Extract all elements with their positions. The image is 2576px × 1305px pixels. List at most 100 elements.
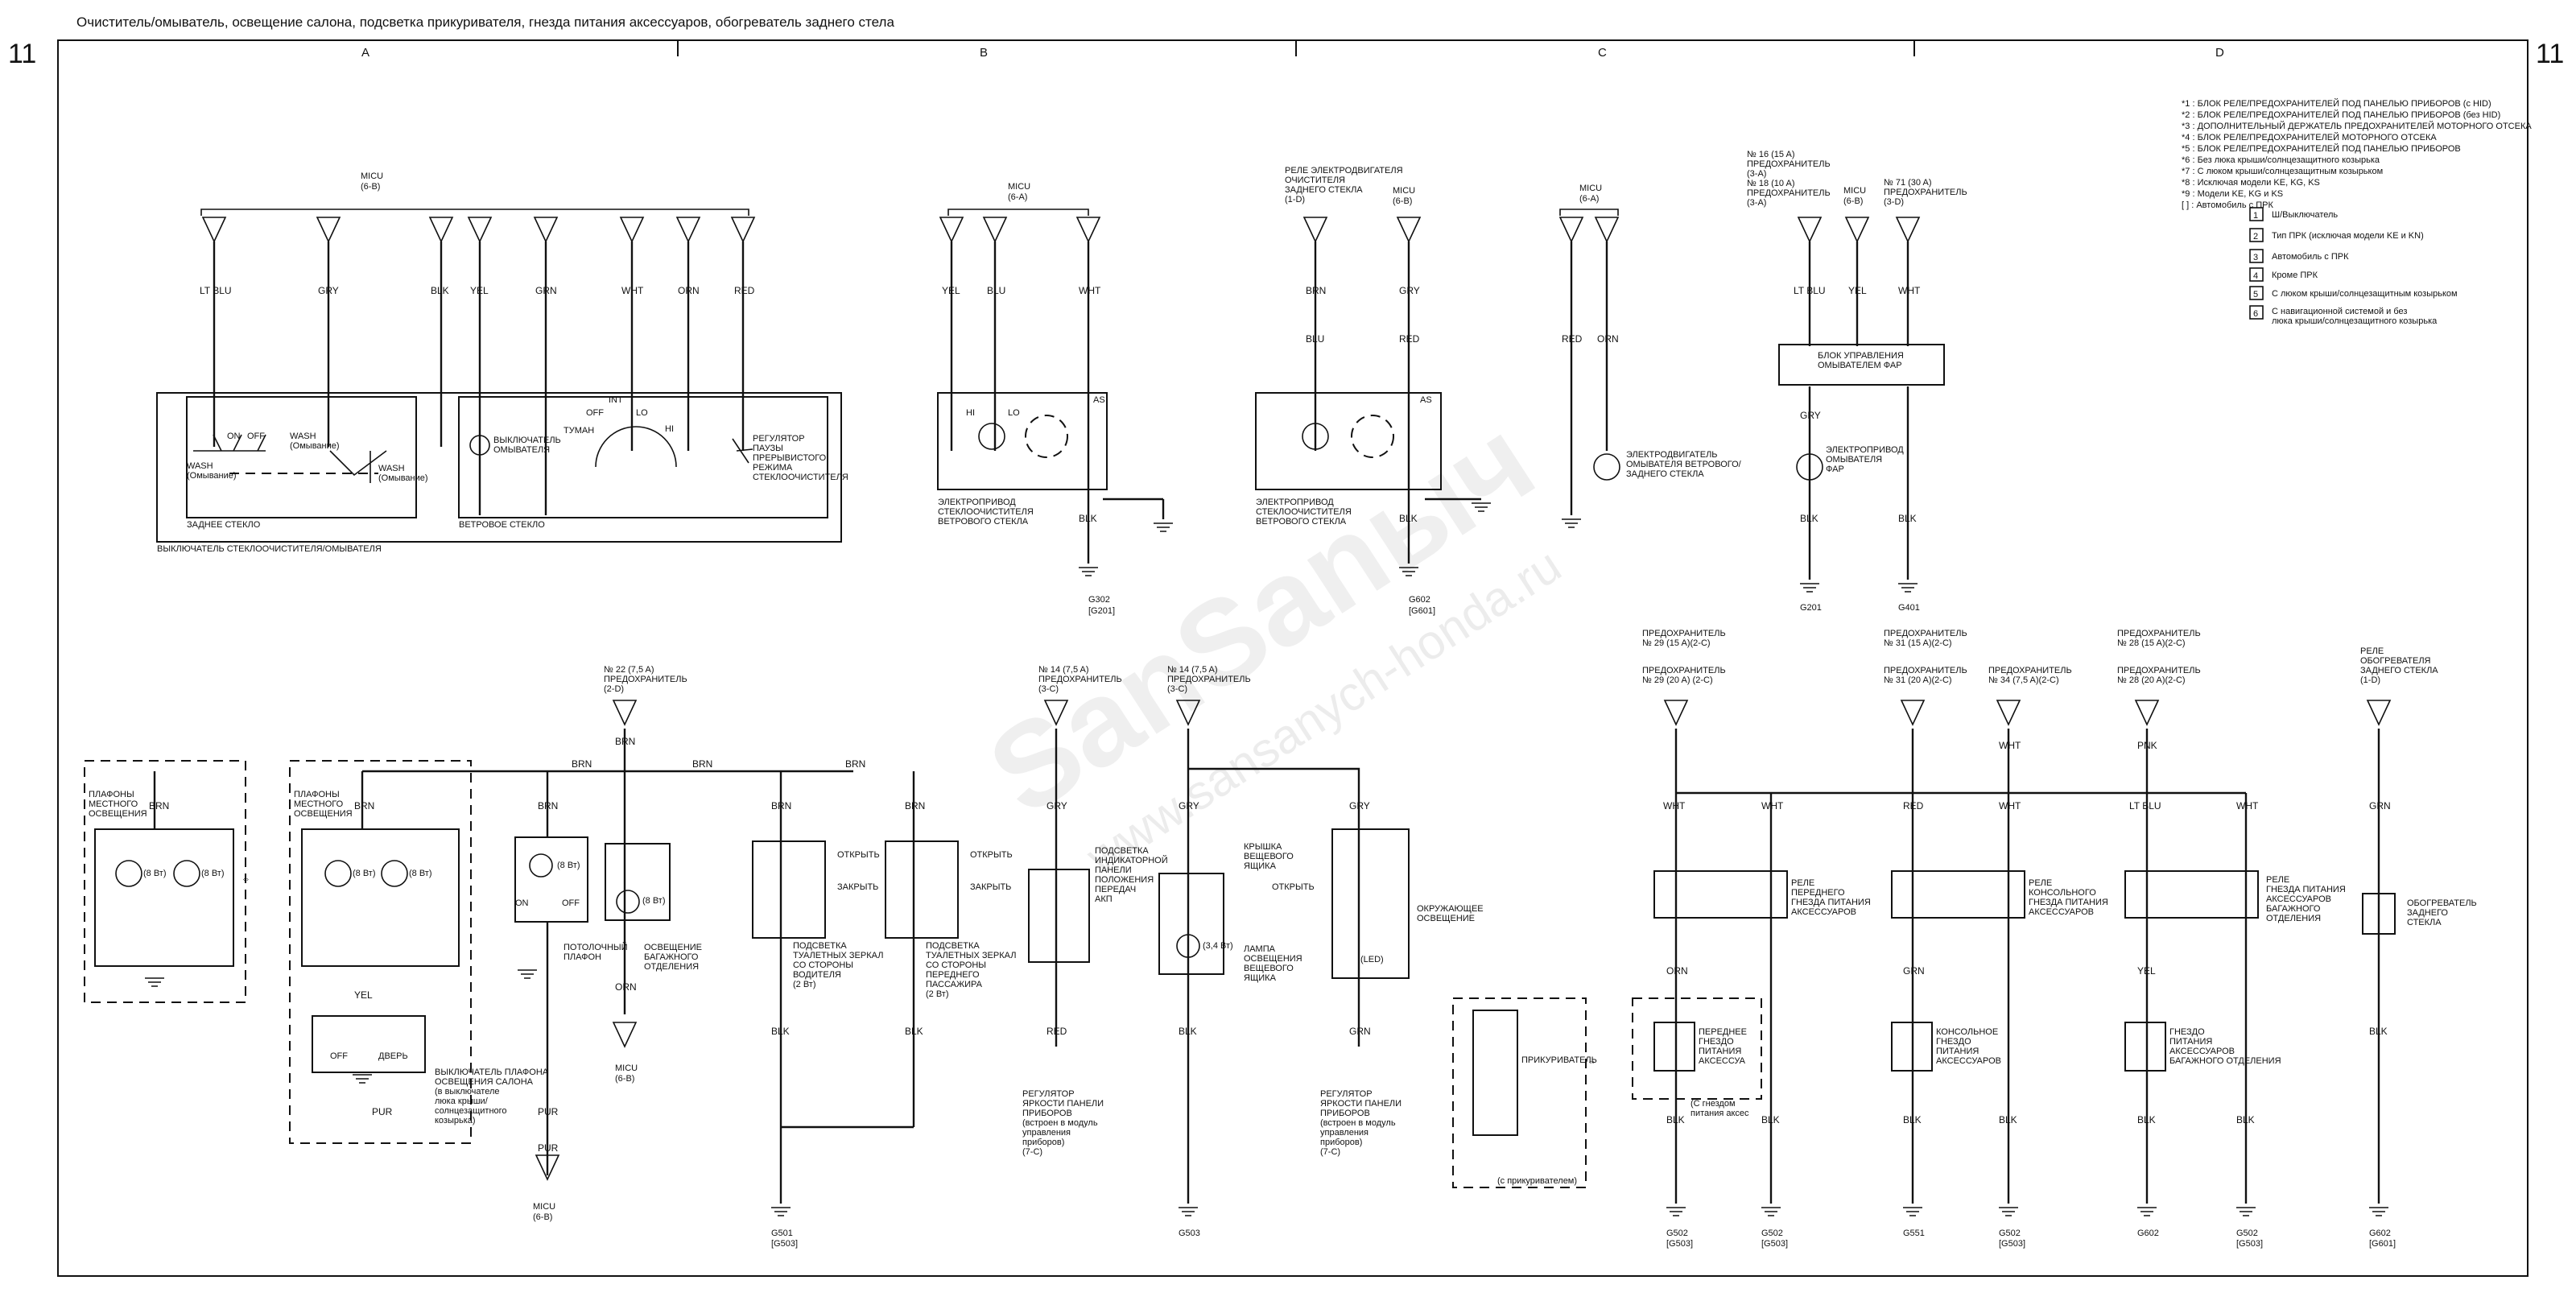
svg-text:(3-A): (3-A) bbox=[1747, 169, 1766, 179]
svg-text:РЕГУЛЯТОР: РЕГУЛЯТОР bbox=[1320, 1089, 1373, 1099]
svg-text:РЕЛЕ: РЕЛЕ bbox=[2029, 878, 2052, 888]
svg-text:G501: G501 bbox=[771, 1229, 793, 1238]
svg-text:ЗАДНЕГО СТЕКЛА: ЗАДНЕГО СТЕКЛА bbox=[2360, 666, 2438, 675]
svg-text:люка крыши/: люка крыши/ bbox=[435, 1096, 489, 1106]
svg-text:ОТКРЫТЬ: ОТКРЫТЬ bbox=[970, 850, 1013, 860]
svg-text:ПРИКУРИВАТЕЛЬ: ПРИКУРИВАТЕЛЬ bbox=[1521, 1055, 1597, 1065]
ground-icon bbox=[1562, 518, 1581, 528]
svg-text:WHT: WHT bbox=[1898, 285, 1921, 296]
headlight-washer-unit bbox=[1778, 344, 1945, 386]
svg-text:ПРЕДОХРАНИТЕЛЬ: ПРЕДОХРАНИТЕЛЬ bbox=[604, 675, 687, 684]
ground-icon bbox=[2369, 1207, 2388, 1216]
svg-text:ON: ON bbox=[227, 432, 241, 441]
vanity-light-passenger bbox=[885, 840, 959, 939]
svg-text:[G503]: [G503] bbox=[1761, 1239, 1788, 1249]
connector-triangle-icon bbox=[2134, 700, 2160, 726]
swap-arrow-icon: ⇔ bbox=[242, 874, 250, 884]
ground-icon bbox=[1079, 567, 1098, 576]
svg-text:ЗАДНЕГО: ЗАДНЕГО bbox=[2407, 908, 2448, 918]
connector-triangle-icon bbox=[1075, 217, 1101, 243]
svg-text:(6-B): (6-B) bbox=[533, 1212, 552, 1222]
svg-text:ЯЩИКА: ЯЩИКА bbox=[1244, 861, 1277, 871]
svg-text:WHT: WHT bbox=[1079, 285, 1101, 296]
svg-text:ПИТАНИЯ: ПИТАНИЯ bbox=[1936, 1047, 1979, 1056]
svg-text:РЕГУЛЯТОР: РЕГУЛЯТОР bbox=[1022, 1089, 1075, 1099]
svg-text:РЕЛЕ: РЕЛЕ bbox=[1791, 878, 1814, 888]
connector-triangle-icon bbox=[1043, 700, 1069, 726]
rear-defogger-circuit: РЕЛЕ ОБОГРЕВАТЕЛЯ ЗАДНЕГО СТЕКЛА (1-D) G… bbox=[2360, 646, 2477, 1249]
svg-text:G401: G401 bbox=[1898, 603, 1920, 613]
column-dividers bbox=[677, 40, 1915, 56]
svg-text:MICU: MICU bbox=[1393, 186, 1415, 196]
legend-item: *4 : БЛОК РЕЛЕ/ПРЕДОХРАНИТЕЛЕЙ МОТОРНОГО… bbox=[2182, 132, 2437, 142]
svg-text:BRN: BRN bbox=[845, 758, 865, 770]
connector-triangle-icon bbox=[730, 217, 756, 243]
svg-text:ОСВЕЩЕНИЯ: ОСВЕЩЕНИЯ bbox=[294, 809, 353, 819]
svg-text:BLK: BLK bbox=[2137, 1114, 2156, 1125]
svg-text:ПЛАФОНЫ: ПЛАФОНЫ bbox=[89, 790, 134, 799]
svg-text:OFF: OFF bbox=[562, 898, 580, 908]
svg-text:(встроен в модуль: (встроен в модуль bbox=[1320, 1118, 1396, 1128]
svg-text:(8 Вт): (8 Вт) bbox=[201, 869, 225, 878]
spot-lights-right bbox=[301, 828, 460, 967]
connector-triangle-icon bbox=[1900, 700, 1926, 726]
column-label-b: B bbox=[980, 46, 988, 60]
vanity-light-driver bbox=[752, 840, 826, 939]
svg-text:Тип ПРК (исключая модели KE и: Тип ПРК (исключая модели KE и KN) bbox=[2272, 231, 2424, 241]
svg-text:ОСВЕЩЕНИЯ: ОСВЕЩЕНИЯ bbox=[1244, 954, 1302, 964]
svg-text:RED: RED bbox=[1046, 1026, 1067, 1037]
svg-text:MICU: MICU bbox=[361, 171, 383, 181]
svg-text:Ш/Выключатель: Ш/Выключатель bbox=[2272, 210, 2338, 220]
connector-triangle-icon bbox=[1996, 700, 2021, 726]
svg-text:(6-B): (6-B) bbox=[1393, 196, 1412, 206]
svg-text:№ 31 (20 A)(2-C): № 31 (20 A)(2-C) bbox=[1884, 675, 1952, 685]
svg-text:2: 2 bbox=[2253, 232, 2258, 242]
ground-icon bbox=[1999, 1207, 2018, 1216]
svg-text:WHT: WHT bbox=[2236, 800, 2259, 811]
svg-text:MICU: MICU bbox=[615, 1063, 638, 1073]
page-title: Очиститель/омыватель, освещение салона, … bbox=[76, 14, 894, 30]
svg-text:BRN: BRN bbox=[354, 800, 374, 811]
svg-text:(7-C): (7-C) bbox=[1320, 1147, 1340, 1157]
svg-text:(2 Вт): (2 Вт) bbox=[926, 989, 949, 999]
svg-text:(3-C): (3-C) bbox=[1167, 684, 1187, 694]
rear-glass-section bbox=[186, 396, 417, 518]
svg-text:ПРЕДОХРАНИТЕЛЬ: ПРЕДОХРАНИТЕЛЬ bbox=[2117, 666, 2201, 675]
svg-text:(3-D): (3-D) bbox=[1884, 197, 1904, 207]
svg-text:(Омывание): (Омывание) bbox=[290, 441, 340, 451]
svg-text:№ 16 (15 A): № 16 (15 A) bbox=[1747, 150, 1795, 159]
svg-text:(2-D): (2-D) bbox=[604, 684, 624, 694]
column-label-a: A bbox=[361, 46, 369, 60]
svg-text:ВЕТРОВОЕ СТЕКЛО: ВЕТРОВОЕ СТЕКЛО bbox=[459, 520, 545, 530]
svg-text:РЕЛЕ: РЕЛЕ bbox=[2360, 646, 2384, 656]
svg-text:5: 5 bbox=[2253, 290, 2258, 299]
svg-text:ПРЕДОХРАНИТЕЛЬ: ПРЕДОХРАНИТЕЛЬ bbox=[1884, 629, 1967, 638]
svg-text:С навигационной системой и без: С навигационной системой и без bbox=[2272, 307, 2407, 316]
trunk-socket-relay bbox=[2124, 870, 2259, 919]
svg-text:ОТКРЫТЬ: ОТКРЫТЬ bbox=[837, 850, 880, 860]
svg-text:GRY: GRY bbox=[1399, 285, 1420, 296]
svg-text:№ 22 (7,5 A): № 22 (7,5 A) bbox=[604, 665, 654, 675]
ground-icon bbox=[1898, 583, 1918, 593]
svg-text:G502: G502 bbox=[1666, 1229, 1688, 1238]
svg-text:ЗАДНЕГО СТЕКЛА: ЗАДНЕГО СТЕКЛА bbox=[1626, 469, 1704, 479]
connector-triangle-icon bbox=[1302, 217, 1328, 243]
svg-text:(8 Вт): (8 Вт) bbox=[353, 869, 376, 878]
svg-text:BLK: BLK bbox=[2236, 1114, 2255, 1125]
svg-text:MICU: MICU bbox=[1579, 184, 1602, 193]
ground-icon bbox=[145, 977, 164, 987]
svg-text:ПАНЕЛИ: ПАНЕЛИ bbox=[1095, 865, 1132, 875]
svg-text:OFF: OFF bbox=[247, 432, 265, 441]
svg-text:ПЕРЕДНЕГО: ПЕРЕДНЕГО bbox=[926, 970, 980, 980]
svg-text:ЯЩИКА: ЯЩИКА bbox=[1244, 973, 1277, 983]
svg-text:АКСЕССУАРОВ: АКСЕССУАРОВ bbox=[2266, 894, 2331, 904]
svg-text:ОСВЕЩЕНИЕ: ОСВЕЩЕНИЕ bbox=[644, 943, 702, 952]
svg-text:LT BLU: LT BLU bbox=[2129, 800, 2161, 811]
svg-text:ВЕЩЕВОГО: ВЕЩЕВОГО bbox=[1244, 852, 1294, 861]
svg-text:ТУАЛЕТНЫХ ЗЕРКАЛ: ТУАЛЕТНЫХ ЗЕРКАЛ bbox=[793, 951, 883, 960]
svg-text:ОСВЕЩЕНИЯ: ОСВЕЩЕНИЯ bbox=[89, 809, 147, 819]
svg-text:BLK: BLK bbox=[1999, 1114, 2017, 1125]
svg-text:ПРЕДОХРАНИТЕЛЬ: ПРЕДОХРАНИТЕЛЬ bbox=[1747, 188, 1831, 198]
legend-item: *8 : Исключая модели KE, KG, KS bbox=[2182, 178, 2320, 188]
svg-text:СО СТОРОНЫ: СО СТОРОНЫ bbox=[793, 960, 853, 970]
